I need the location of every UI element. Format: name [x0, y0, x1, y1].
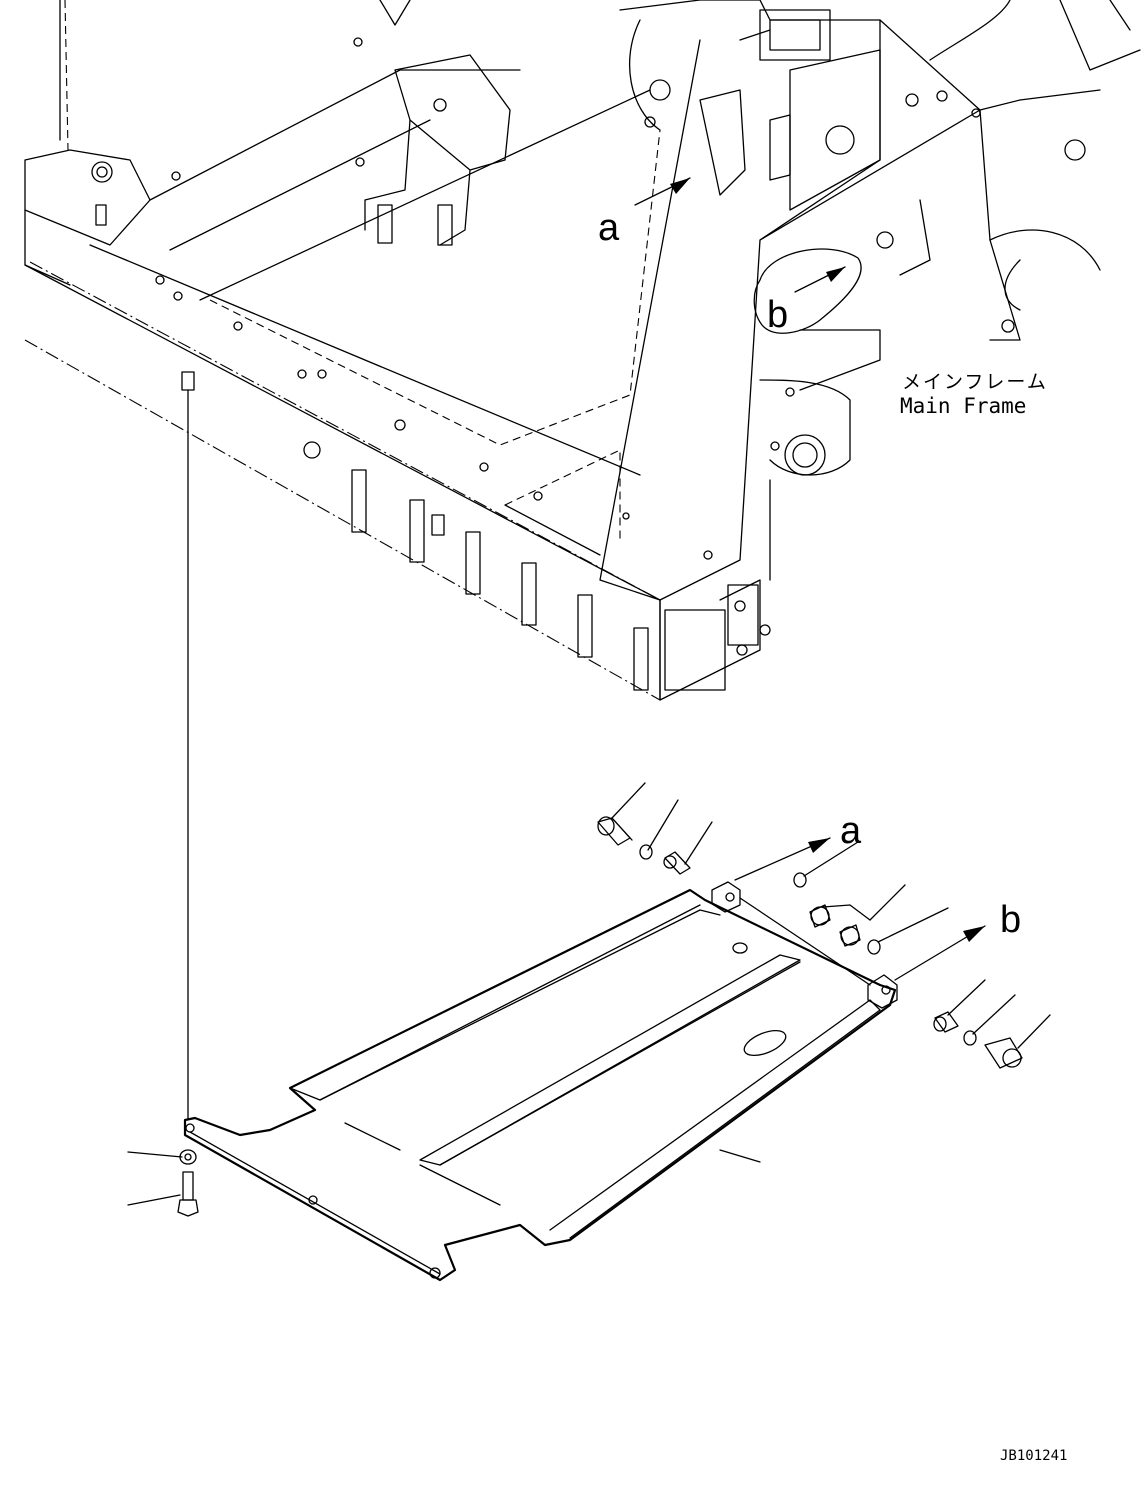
hardware-bottom-right [933, 979, 1051, 1069]
arrow-a-bottom [734, 837, 831, 881]
hardware-top-left [597, 782, 713, 875]
callout-b-top: b [767, 294, 788, 336]
outline-b-top [753, 248, 862, 334]
arrow-a-top [634, 177, 691, 206]
hardware-bottom-left [127, 1149, 199, 1217]
callout-a-bottom: a [840, 810, 862, 852]
under-cover-plate [183, 881, 898, 1282]
hardware-middle [793, 841, 949, 955]
drawing-code: JB101241 [1000, 1448, 1067, 1464]
main-frame-label-en: Main Frame [900, 394, 1026, 418]
main-frame-assembly [24, 0, 1141, 701]
callout-a-top: a [598, 207, 620, 249]
callout-b-bottom: b [1000, 899, 1021, 941]
main-frame-label-jp: メインフレーム [902, 371, 1048, 393]
arrow-b-bottom [894, 925, 986, 981]
